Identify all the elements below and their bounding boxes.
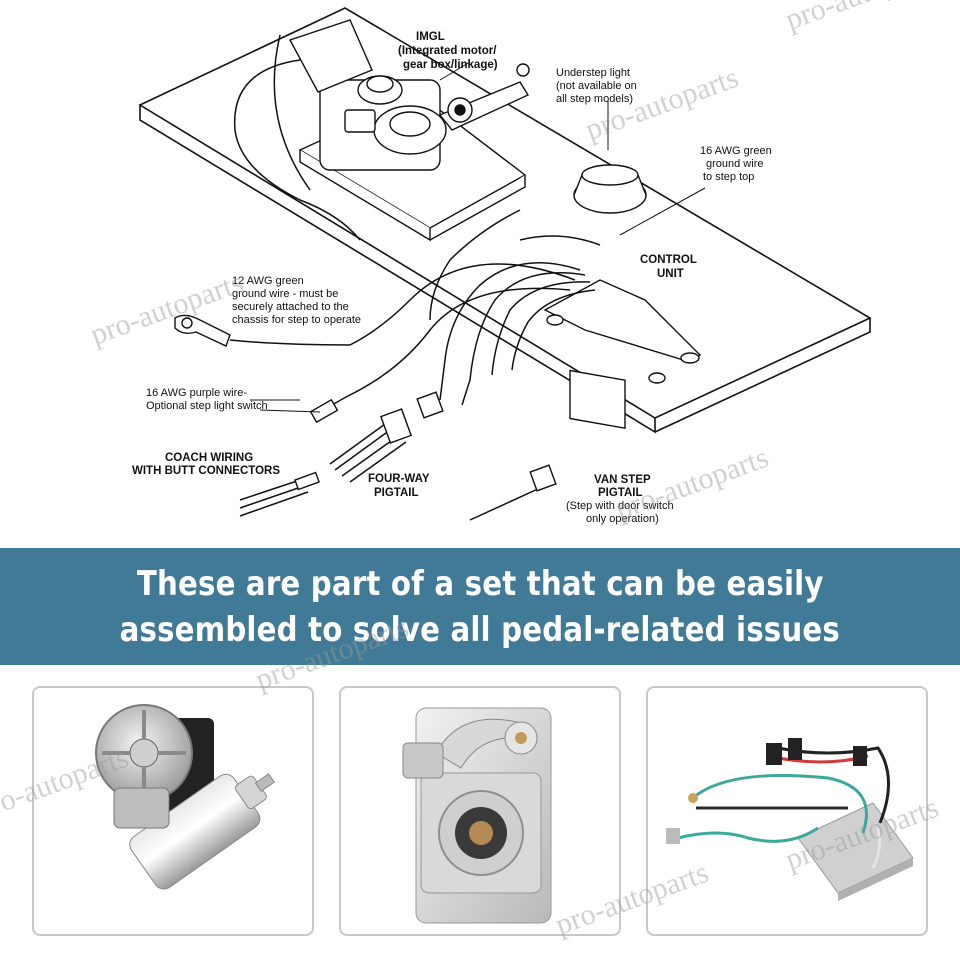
step-platform [138,7,872,434]
harness-image [666,738,914,901]
wires [229,34,601,521]
banner-line-2: assembled to solve all pedal-related iss… [119,609,841,650]
imgl-label: IMGL [416,31,445,43]
green12-label: 12 AWG green [232,275,304,287]
wiring-diagram: IMGL (Integrated motor/ gear box/linkage… [86,0,943,527]
control-unit-box [543,279,702,430]
purple-wire-label: 16 AWG purple wire- [146,387,247,399]
imgl-label-line3: gear box/linkage) [403,59,498,71]
imgl-label-line2: (Integrated motor/ [398,45,497,57]
control-unit-label: CONTROL [640,254,697,266]
underlight-label-line3: all step models) [556,93,633,105]
green12-label-line2: ground wire - must be [232,288,338,300]
gearbox-image [402,707,552,924]
green16-label-line2: ground wire [706,158,763,170]
coach-wiring-label: COACH WIRING [165,452,253,464]
purple-wire-label-line2: Optional step light switch [146,400,268,412]
product-card-harness [646,686,928,936]
product-card-motor [32,686,314,936]
understep-light [573,164,647,214]
underlight-label: Understep light [556,67,630,79]
banner-line-1: These are part of a set that can be easi… [136,563,824,604]
green12-label-line4: chassis for step to operate [232,314,361,326]
headline-banner: These are part of a set that can be easi… [0,548,960,665]
coach-wiring-label-line2: WITH BUTT CONNECTORS [132,465,280,477]
four-way-label-line2: PIGTAIL [374,487,419,499]
product-card-gearbox [339,686,621,936]
green12-label-line3: securely attached to the [232,301,349,313]
van-step-label-line4: only operation) [586,513,659,525]
leader-lines [250,61,706,413]
connectors [174,314,557,492]
van-step-label-line3: (Step with door switch [566,500,674,512]
van-step-label: VAN STEP [594,474,651,486]
motor-image [95,704,275,890]
van-step-label-line2: PIGTAIL [598,487,643,499]
underlight-label-line2: (not available on [556,80,637,92]
watermark: pro-autoparts [781,0,943,37]
imgl-assembly [288,19,530,242]
control-unit-label-line2: UNIT [657,268,684,280]
green16-label: 16 AWG green [700,145,772,157]
green16-label-line3: to step top [703,171,754,183]
four-way-label: FOUR-WAY [368,473,430,485]
